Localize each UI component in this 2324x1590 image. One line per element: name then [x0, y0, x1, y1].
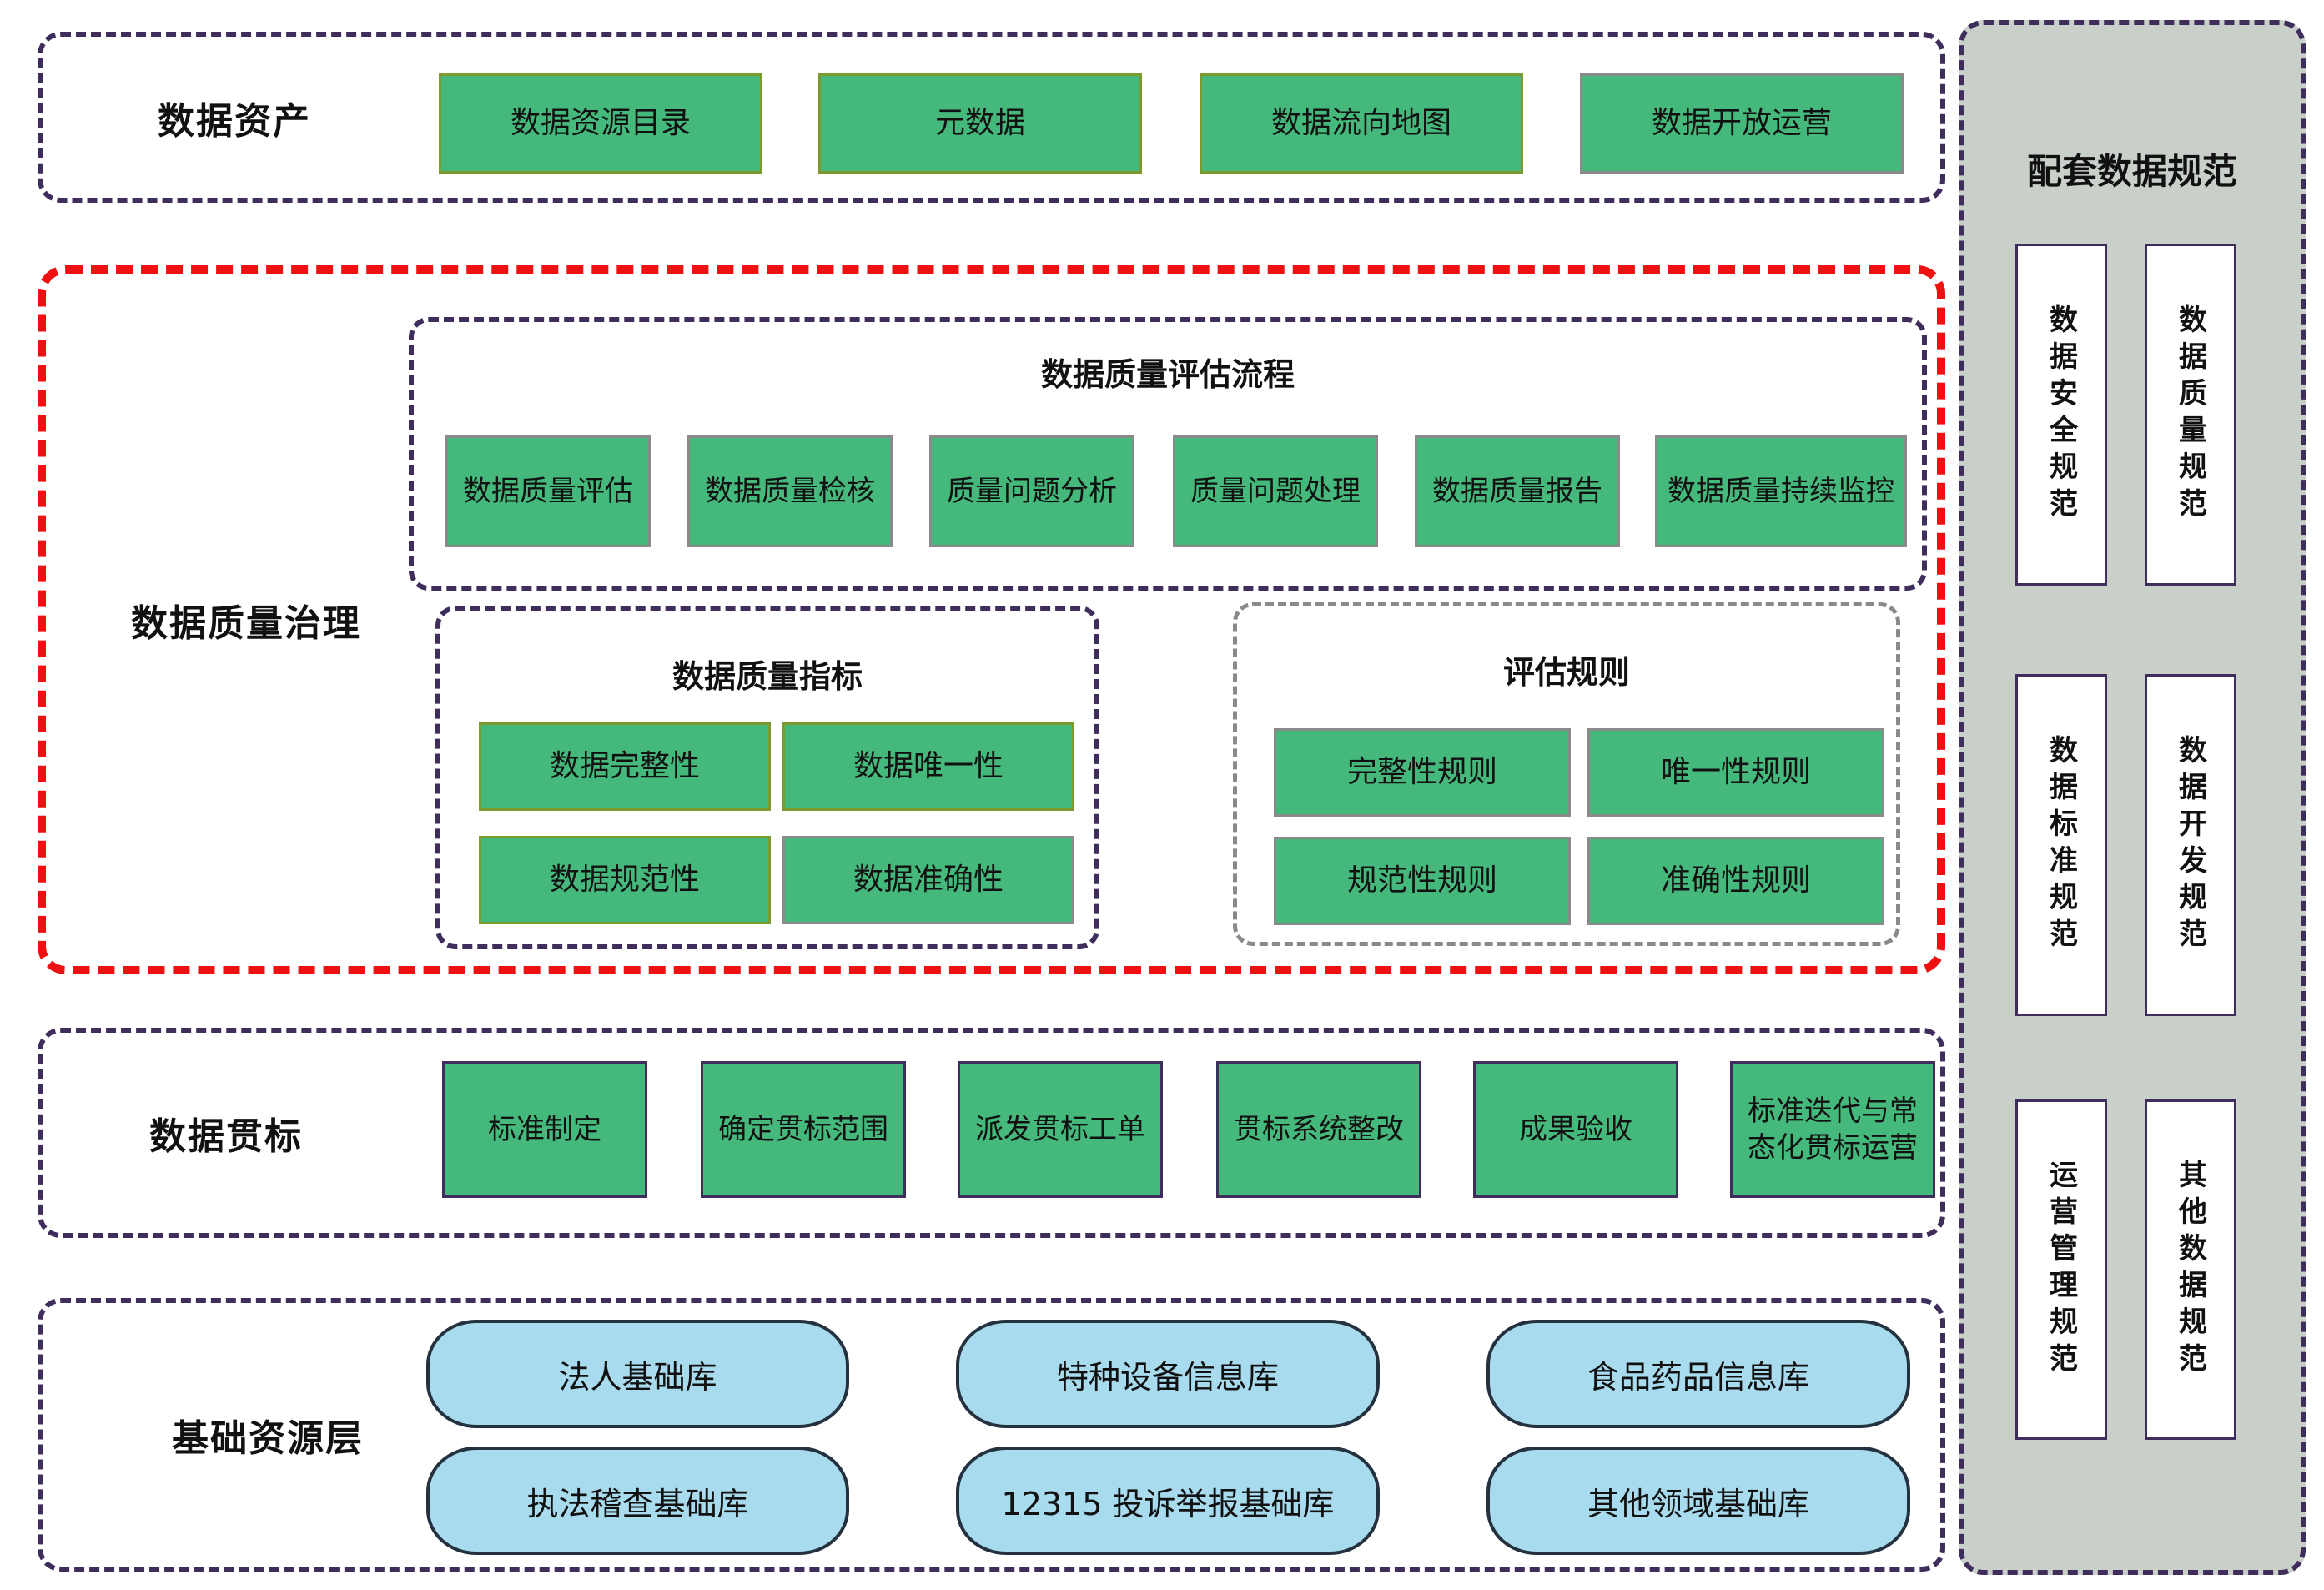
resource-item: 食品药品信息库 [1486, 1320, 1910, 1428]
spec-item-label: 运营管理规范 [2044, 1160, 2078, 1380]
standards-item: 派发贯标工单 [958, 1061, 1163, 1198]
rule-item: 完整性规则 [1274, 728, 1571, 817]
process-item: 质量问题分析 [929, 435, 1134, 547]
spec-item-label: 数据开发规范 [2173, 735, 2207, 955]
metric-item: 数据唯一性 [782, 722, 1074, 811]
standards-item: 确定贯标范围 [701, 1061, 906, 1198]
quality-metrics-box: 数据质量指标 数据完整性 数据唯一性 数据规范性 数据准确性 [435, 606, 1099, 949]
resource-item: 特种设备信息库 [956, 1320, 1380, 1428]
resource-item: 12315 投诉举报基础库 [956, 1447, 1380, 1555]
standards-item: 成果验收 [1473, 1061, 1678, 1198]
quality-metrics-title: 数据质量指标 [672, 658, 863, 695]
resource-item: 执法稽查基础库 [426, 1447, 849, 1555]
metric-item: 数据完整性 [479, 722, 771, 811]
process-item: 质量问题处理 [1173, 435, 1378, 547]
resource-item: 其他领域基础库 [1486, 1447, 1910, 1555]
rule-item: 唯一性规则 [1587, 728, 1884, 817]
panel-title: 配套数据规范 [2026, 151, 2237, 192]
metric-item: 数据规范性 [479, 836, 771, 924]
section-label: 数据资产 [158, 99, 311, 143]
process-item: 数据质量持续监控 [1655, 435, 1907, 547]
section-label: 数据质量治理 [131, 602, 361, 645]
process-item: 数据质量报告 [1415, 435, 1620, 547]
spec-item: 其他数据规范 [2145, 1099, 2236, 1440]
quality-process-title: 数据质量评估流程 [1040, 356, 1295, 393]
assets-item: 数据开放运营 [1580, 73, 1904, 174]
spec-item: 数据开发规范 [2145, 674, 2236, 1016]
panel-data-specs: 配套数据规范 数据安全规范 数据质量规范 数据标准规范 数据开发规范 运营管理规… [1959, 20, 2306, 1575]
spec-item: 数据安全规范 [2015, 244, 2107, 586]
quality-process-box: 数据质量评估流程 数据质量评估 数据质量检核 质量问题分析 质量问题处理 数据质… [409, 317, 1927, 591]
section-label: 基础资源层 [172, 1417, 364, 1460]
quality-rules-box: 评估规则 完整性规则 唯一性规则 规范性规则 准确性规则 [1233, 602, 1900, 946]
metric-item: 数据准确性 [782, 836, 1074, 924]
rule-item: 规范性规则 [1274, 837, 1571, 925]
spec-item-label: 数据安全规范 [2044, 304, 2078, 525]
section-base-resources: 基础资源层 法人基础库 特种设备信息库 食品药品信息库 执法稽查基础库 1231… [38, 1298, 1945, 1572]
standards-item: 贯标系统整改 [1216, 1061, 1421, 1198]
standards-item: 标准迭代与常态化贯标运营 [1730, 1061, 1935, 1198]
assets-item: 元数据 [818, 73, 1142, 174]
assets-item: 数据流向地图 [1200, 73, 1523, 174]
spec-item-label: 数据标准规范 [2044, 735, 2078, 955]
section-label: 数据贯标 [149, 1115, 303, 1158]
standards-item: 标准制定 [442, 1061, 647, 1198]
process-item: 数据质量检核 [687, 435, 893, 547]
spec-item-label: 其他数据规范 [2173, 1160, 2207, 1380]
quality-rules-title: 评估规则 [1502, 654, 1630, 691]
section-data-quality: 数据质量治理 数据质量评估流程 数据质量评估 数据质量检核 质量问题分析 质量问… [38, 265, 1945, 974]
spec-item: 数据标准规范 [2015, 674, 2107, 1016]
spec-item: 数据质量规范 [2145, 244, 2236, 586]
section-data-assets: 数据资产 数据资源目录 元数据 数据流向地图 数据开放运营 [38, 32, 1945, 203]
spec-item-label: 数据质量规范 [2173, 304, 2207, 525]
spec-item: 运营管理规范 [2015, 1099, 2107, 1440]
resource-item: 法人基础库 [426, 1320, 849, 1428]
assets-item: 数据资源目录 [439, 73, 762, 174]
section-data-standards: 数据贯标 标准制定 确定贯标范围 派发贯标工单 贯标系统整改 成果验收 标准迭代… [38, 1028, 1945, 1238]
rule-item: 准确性规则 [1587, 837, 1884, 925]
process-item: 数据质量评估 [445, 435, 651, 547]
